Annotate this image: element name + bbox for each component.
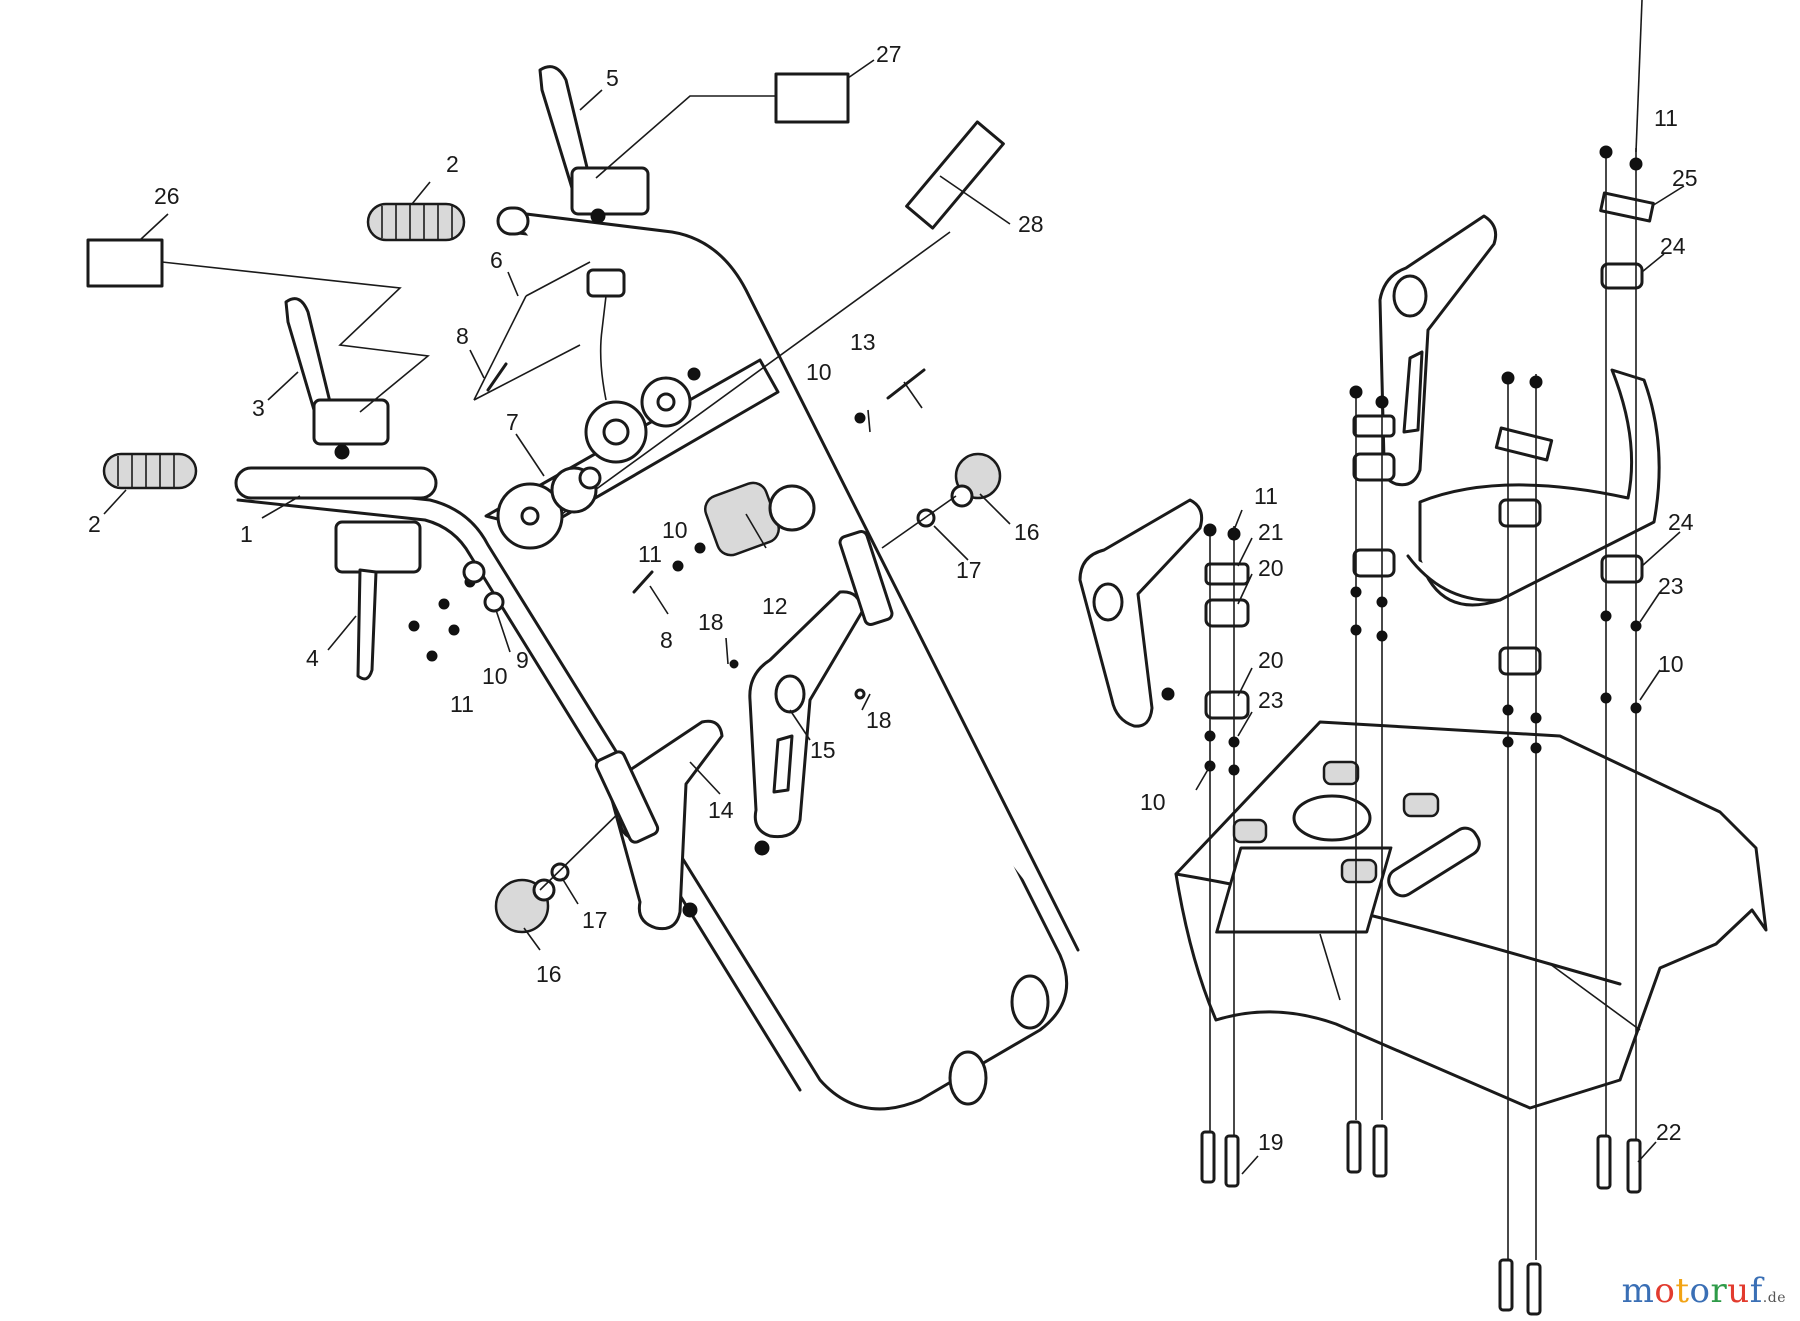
motoruf-watermark-logo: motoruf.de — [1622, 1271, 1786, 1311]
label-12: 12 — [762, 593, 788, 619]
knob-16-lower — [494, 878, 556, 934]
label-2: 2 — [446, 151, 459, 177]
bracket-right-top — [1378, 214, 1498, 487]
control-panel-assembly — [1078, 145, 1768, 1316]
label-19: 19 — [1258, 1129, 1284, 1155]
bracket-right-bottom — [1078, 498, 1204, 728]
label-2: 2 — [88, 511, 101, 537]
grip-lower — [102, 452, 438, 500]
clamp-24-top — [1600, 262, 1644, 290]
label-18: 18 — [698, 609, 724, 635]
logo-letter: o — [1689, 1271, 1711, 1311]
part-28-tube — [905, 120, 1005, 230]
bolts-bottom — [1200, 1120, 1642, 1316]
fasteners-left — [408, 362, 926, 700]
label-27: 27 — [876, 41, 902, 67]
label-28: 28 — [1018, 211, 1044, 237]
logo-letter: t — [1675, 1271, 1690, 1311]
label-24: 24 — [1668, 509, 1694, 535]
label-22: 22 — [1656, 1119, 1682, 1145]
logo-letter: u — [1727, 1271, 1750, 1311]
plate-21 — [1204, 562, 1250, 586]
label-16: 16 — [1014, 519, 1040, 545]
label-16: 16 — [536, 961, 562, 987]
strip-upper — [838, 529, 894, 627]
label-8: 8 — [456, 323, 469, 349]
lever-4 — [334, 520, 422, 681]
label-24: 24 — [1660, 233, 1686, 259]
bracket-15 — [748, 590, 864, 856]
roller-left — [948, 1050, 988, 1106]
label-14: 14 — [708, 797, 734, 823]
round-opening — [1292, 794, 1372, 842]
nuts-right — [1203, 145, 1643, 776]
block-20-top — [1204, 598, 1250, 628]
label-9: 9 — [516, 647, 529, 673]
label-6: 6 — [490, 247, 503, 273]
part-labels: 1 2 2 3 4 5 6 7 8 8 9 10 10 10 10 10 11 … — [88, 41, 1698, 1155]
label-11: 11 — [1654, 105, 1678, 131]
fastener-lines — [1209, 148, 1637, 1260]
label-10: 10 — [482, 663, 508, 689]
label-4: 4 — [306, 645, 319, 671]
label-10: 10 — [806, 359, 832, 385]
label-20: 20 — [1258, 647, 1284, 673]
label-17: 17 — [582, 907, 608, 933]
slot-opening — [1387, 826, 1481, 898]
label-18: 18 — [866, 707, 892, 733]
leader-lines — [103, 0, 1685, 1175]
label-10: 10 — [1140, 789, 1166, 815]
lever-3 — [284, 297, 390, 460]
label-11: 11 — [638, 541, 662, 567]
label-17: 17 — [956, 557, 982, 583]
lever-5 — [538, 65, 650, 224]
throttle-cable — [584, 268, 701, 464]
clamp-24-mid — [1600, 554, 1644, 584]
label-25: 25 — [1672, 165, 1698, 191]
label-15: 15 — [810, 737, 836, 763]
logo-letter: f — [1749, 1271, 1763, 1311]
label-8: 8 — [660, 627, 673, 653]
label-11: 11 — [450, 691, 474, 717]
label-10: 10 — [1658, 651, 1684, 677]
block-20-bottom — [1204, 690, 1250, 720]
label-5: 5 — [606, 65, 619, 91]
label-23: 23 — [1658, 573, 1684, 599]
box-27 — [774, 72, 850, 124]
plate-left — [1352, 414, 1396, 438]
grip-upper — [366, 202, 466, 242]
label-23: 23 — [1258, 687, 1284, 713]
roller-right — [1010, 974, 1050, 1030]
label-21: 21 — [1258, 519, 1284, 545]
logo-suffix: .de — [1762, 1290, 1786, 1306]
label-7: 7 — [506, 409, 519, 435]
knob-16-upper — [950, 452, 1002, 508]
label-3: 3 — [252, 395, 265, 421]
logo-letter: m — [1621, 1271, 1655, 1311]
plate-6 — [473, 261, 602, 550]
label-1: 1 — [240, 521, 253, 547]
box-26 — [86, 238, 164, 288]
label-20: 20 — [1258, 555, 1284, 581]
label-26: 26 — [154, 183, 180, 209]
plate-25 — [1599, 191, 1655, 223]
bracket-14 — [594, 719, 724, 931]
logo-letter: r — [1710, 1271, 1728, 1311]
label-11: 11 — [1254, 483, 1278, 509]
washer-17-lower — [550, 862, 570, 882]
label-10: 10 — [662, 517, 688, 543]
label-13: 13 — [850, 329, 876, 355]
logo-letter: o — [1654, 1271, 1676, 1311]
handlebar-assembly — [86, 65, 1080, 1111]
